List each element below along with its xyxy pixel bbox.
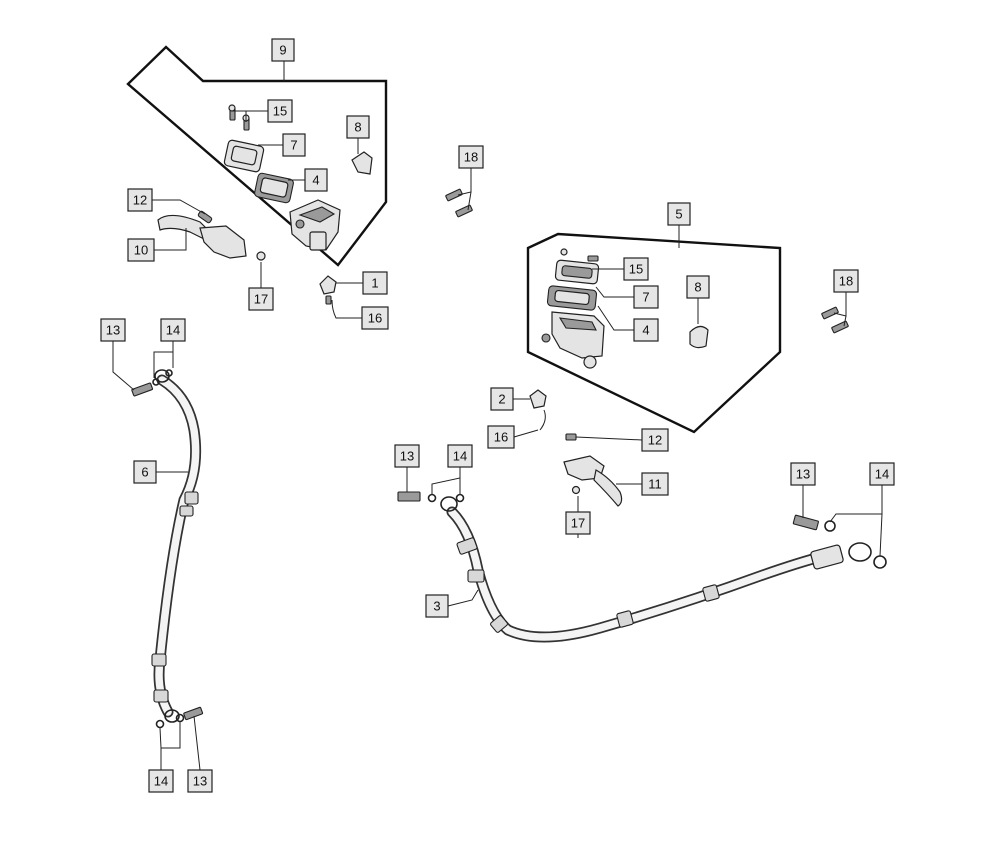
callout-13-hose6-bottom: 13 (187, 769, 213, 793)
leader-lines (112, 61, 883, 771)
callout-14-hose6-top: 14 (160, 318, 186, 342)
callout-16-left: 16 (361, 306, 389, 330)
brake-hose-3 (440, 496, 872, 643)
callout-13-hose3-left: 13 (394, 444, 420, 468)
callout-12-right: 12 (641, 428, 669, 452)
svg-text:15: 15 (629, 262, 643, 277)
screws-right (560, 248, 599, 262)
callout-7-left: 7 (282, 133, 306, 157)
lever-left (157, 210, 247, 259)
bleeder-nut-left (256, 251, 266, 261)
callout-13-hose3-right: 13 (790, 462, 816, 486)
callout-14-hose3-right: 14 (869, 462, 895, 486)
bolts-18-right (821, 306, 849, 334)
svg-text:16: 16 (368, 311, 382, 326)
callout-13-hose6-top: 13 (100, 318, 126, 342)
svg-text:13: 13 (400, 449, 414, 464)
reservoir-cap-left (223, 139, 265, 173)
svg-text:3: 3 (433, 599, 440, 614)
svg-text:12: 12 (133, 193, 147, 208)
callout-8-left: 8 (346, 115, 370, 139)
svg-text:13: 13 (106, 323, 120, 338)
callout-3: 3 (425, 594, 449, 618)
banjo-bolt-3-left (397, 491, 465, 503)
svg-text:13: 13 (796, 467, 810, 482)
svg-text:6: 6 (141, 465, 148, 480)
diaphragm-left (254, 172, 294, 204)
svg-text:4: 4 (312, 173, 319, 188)
svg-text:4: 4 (642, 323, 649, 338)
callout-8-right: 8 (686, 275, 710, 299)
banjo-bolt-6-bottom (155, 706, 204, 729)
banjo-bolt-6-top (131, 369, 173, 397)
clamp-left (351, 151, 373, 175)
svg-text:18: 18 (464, 150, 478, 165)
svg-text:8: 8 (694, 280, 701, 295)
svg-text:17: 17 (254, 292, 268, 307)
callout-14-hose6-bottom: 14 (148, 769, 174, 793)
master-cylinder-right (541, 311, 605, 369)
callout-14-hose3-left: 14 (447, 444, 473, 468)
callout-9: 9 (271, 38, 295, 62)
callout-1: 1 (362, 271, 388, 295)
svg-text:7: 7 (642, 290, 649, 305)
banjo-bolt-3-right (792, 514, 887, 569)
callout-12-left: 12 (127, 188, 153, 212)
svg-text:12: 12 (648, 433, 662, 448)
reservoir-cap-right (554, 259, 600, 285)
bolts-18-left (445, 188, 473, 218)
svg-text:14: 14 (154, 774, 168, 789)
callout-4-left: 4 (304, 168, 328, 192)
callout-17-right: 17 (565, 511, 591, 535)
svg-text:2: 2 (498, 392, 505, 407)
callout-17-left: 17 (248, 287, 274, 311)
svg-text:7: 7 (290, 138, 297, 153)
master-cylinder-left (289, 199, 341, 251)
svg-text:15: 15 (273, 104, 287, 119)
callout-7-right: 7 (633, 285, 659, 309)
clamp-right (689, 325, 709, 349)
callout-5: 5 (667, 202, 691, 226)
svg-text:14: 14 (166, 323, 180, 338)
callout-16-right: 16 (487, 425, 515, 449)
svg-text:14: 14 (875, 467, 889, 482)
callout-18-left: 18 (458, 145, 484, 169)
brake-hose-6 (151, 369, 202, 723)
callout-4-right: 4 (633, 318, 659, 342)
diaphragm-right (546, 285, 598, 311)
lever-right (563, 433, 623, 507)
svg-text:18: 18 (839, 274, 853, 289)
callout-15-right: 15 (623, 257, 649, 281)
svg-text:11: 11 (648, 477, 662, 492)
svg-text:8: 8 (354, 120, 361, 135)
svg-text:5: 5 (675, 207, 682, 222)
callout-15-left: 15 (267, 99, 293, 123)
callout-6: 6 (133, 460, 157, 484)
svg-text:16: 16 (494, 430, 508, 445)
switch-right (529, 389, 547, 431)
svg-text:9: 9 (279, 43, 286, 58)
callout-11: 11 (641, 472, 669, 496)
svg-text:10: 10 (134, 243, 148, 258)
svg-text:14: 14 (453, 449, 467, 464)
callout-18-right: 18 (833, 269, 859, 293)
svg-text:13: 13 (193, 774, 207, 789)
callout-2: 2 (490, 387, 514, 411)
callout-10: 10 (127, 238, 155, 262)
switch-left (319, 275, 337, 305)
svg-text:1: 1 (371, 276, 378, 291)
svg-text:17: 17 (571, 516, 585, 531)
